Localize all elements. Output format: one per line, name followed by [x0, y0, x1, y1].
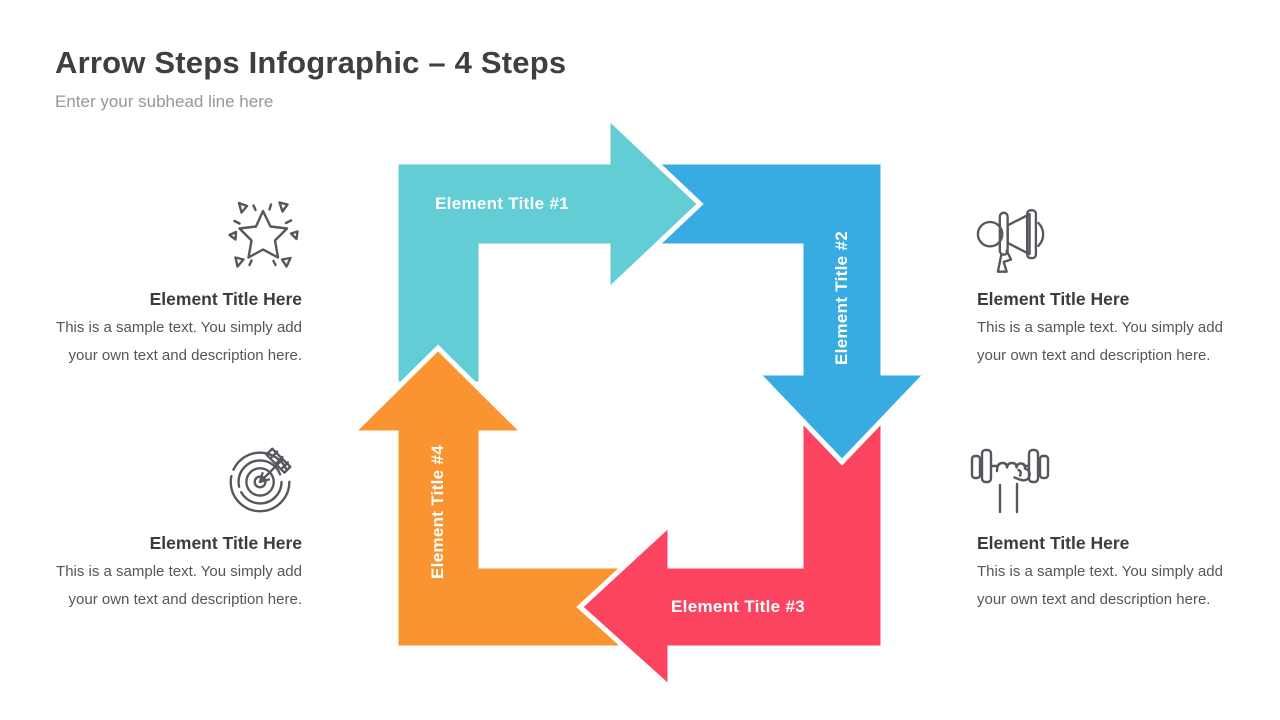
item-body-line: This is a sample text. You simply add: [56, 563, 302, 580]
megaphone-icon: [972, 202, 1054, 280]
item-title-left-bottom: Element Title Here: [149, 533, 302, 553]
item-title-right-bottom: Element Title Here: [977, 533, 1130, 553]
item-body-line: This is a sample text. You simply add: [977, 319, 1223, 336]
page-title: Arrow Steps Infographic – 4 Steps: [55, 45, 567, 80]
item-body-right-top: This is a sample text. You simply add yo…: [977, 314, 1259, 369]
item-body-line: This is a sample text. You simply add: [56, 319, 302, 336]
hand-dumbbell-icon: [969, 440, 1053, 514]
arrow-step-2-shape: [627, 159, 933, 466]
item-body-line: your own text and description here.: [68, 590, 302, 608]
item-title-right-top: Element Title Here: [977, 289, 1130, 309]
star-celebration-icon: [223, 196, 303, 276]
arrow-step-1-shape: [393, 111, 704, 387]
item-body-left-top: This is a sample text. You simply add yo…: [20, 314, 302, 369]
item-body-line: your own text and description here.: [977, 590, 1211, 608]
item-body-line: your own text and description here.: [68, 346, 302, 364]
item-body-left-bottom: This is a sample text. You simply add yo…: [20, 558, 302, 613]
arrow-step-4-head-overlay: [345, 344, 531, 436]
target-arrow-icon: [221, 437, 303, 521]
item-body-line: your own text and description here.: [977, 346, 1211, 364]
arrow-step-4-head-joint: [398, 428, 479, 440]
item-body-right-bottom: This is a sample text. You simply add yo…: [977, 558, 1259, 613]
arrow-step-3-shape: [576, 397, 886, 694]
item-body-line: This is a sample text. You simply add: [977, 563, 1223, 580]
item-title-left-top: Element Title Here: [149, 289, 302, 309]
page-subtitle: Enter your subhead line here: [55, 92, 274, 111]
